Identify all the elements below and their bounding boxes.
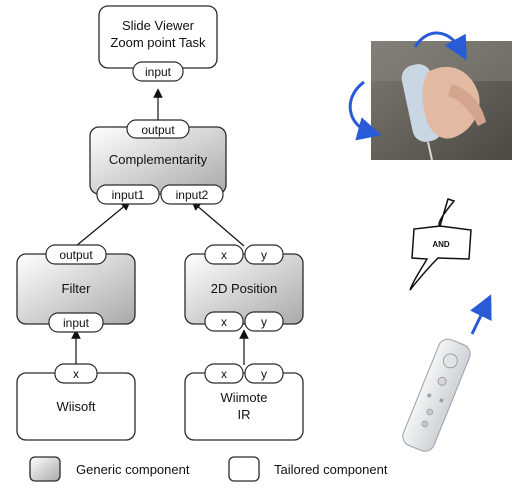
wiimote-ir-output-x-label: x [221, 367, 227, 381]
node-wiisoft[interactable]: Wiisoft x [16, 363, 136, 441]
2d-position-input-x-port[interactable]: x [204, 311, 244, 332]
rotation-arrow-top-icon [413, 31, 467, 61]
2d-position-output-x-port[interactable]: x [204, 244, 244, 265]
wiisoft-output-x-port[interactable]: x [54, 363, 98, 384]
complementarity-input1-port-label: input1 [112, 188, 145, 202]
and-sign-label: AND [432, 240, 450, 249]
slide-viewer-title-line2: Zoom point Task [110, 35, 206, 50]
filter-input-port[interactable]: input [48, 312, 104, 333]
wiimote-ir-output-y-port[interactable]: y [244, 363, 284, 384]
wiimote-pointer-image [402, 338, 471, 452]
node-2d-position[interactable]: 2D Position x y x y [184, 244, 304, 332]
node-wiimote-ir[interactable]: Wiimote IR x y [184, 363, 304, 441]
filter-input-port-label: input [63, 316, 90, 330]
complementarity-label: Complementarity [109, 152, 208, 167]
2d-position-input-y-label: y [261, 315, 267, 329]
wiisoft-label: Wiisoft [57, 399, 96, 414]
node-slide-viewer[interactable]: Slide Viewer Zoom point Task input [98, 5, 218, 82]
2d-position-output-y-port[interactable]: y [244, 244, 284, 265]
2d-position-output-y-label: y [261, 248, 267, 262]
2d-position-label: 2D Position [211, 281, 277, 296]
complementarity-input2-port-label: input2 [176, 188, 209, 202]
2d-position-input-y-port[interactable]: y [244, 311, 284, 332]
pointing-arrow-icon [469, 294, 492, 335]
and-lightning-sign: AND [409, 198, 472, 291]
2d-position-input-x-label: x [221, 315, 227, 329]
wiimote-ir-output-x-port[interactable]: x [204, 363, 244, 384]
legend-generic-label: Generic component [76, 462, 190, 477]
complementarity-input1-port[interactable]: input1 [96, 184, 160, 205]
filter-output-port-label: output [59, 248, 93, 262]
legend: Generic component Tailored component [29, 456, 388, 482]
node-complementarity[interactable]: Complementarity output input1 input2 [89, 119, 227, 205]
slide-viewer-input-port[interactable]: input [132, 61, 184, 82]
edge-2dposition-to-complementarity [191, 200, 245, 247]
legend-tailored-label: Tailored component [274, 462, 388, 477]
slide-viewer-input-port-label: input [145, 65, 172, 79]
complementarity-output-port[interactable]: output [126, 119, 190, 139]
edge-filter-to-complementarity [75, 200, 131, 247]
wiimote-ir-label-line2: IR [238, 407, 251, 422]
complementarity-input2-port[interactable]: input2 [160, 184, 224, 205]
slide-viewer-title-line1: Slide Viewer [122, 18, 195, 33]
node-filter[interactable]: Filter output input [16, 244, 136, 333]
wiisoft-output-x-label: x [73, 367, 79, 381]
legend-generic-swatch [29, 456, 61, 482]
wiimote-ir-label-line1: Wiimote [221, 390, 268, 405]
2d-position-output-x-label: x [221, 248, 227, 262]
rotation-arrow-left-icon [348, 80, 382, 141]
hand-wiimote-photo [371, 41, 512, 161]
filter-output-port[interactable]: output [45, 244, 107, 265]
legend-tailored-swatch [228, 456, 260, 482]
filter-label: Filter [62, 281, 92, 296]
wiimote-ir-output-y-label: y [261, 367, 267, 381]
complementarity-output-port-label: output [141, 123, 175, 137]
